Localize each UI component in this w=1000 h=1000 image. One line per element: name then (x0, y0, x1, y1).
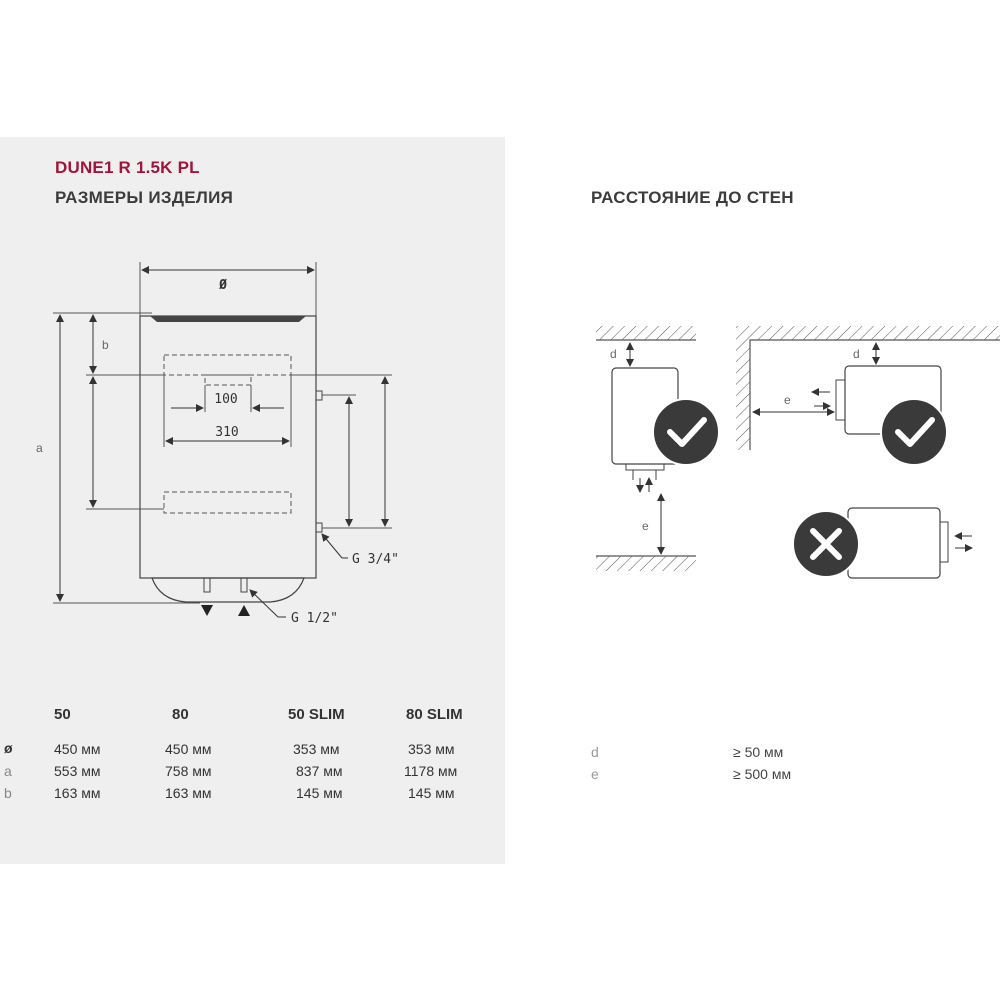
clearance-value-d: ≥ 50 мм (733, 744, 784, 760)
table-cell: 353 мм (293, 741, 340, 757)
table-cell: 163 мм (54, 785, 101, 801)
diameter-dimension: Ø (139, 262, 317, 316)
table-cell: 450 мм (54, 741, 101, 757)
distance-title: РАССТОЯНИЕ ДО СТЕН (591, 188, 794, 207)
check-badge-icon (880, 398, 948, 466)
dimensions-panel (0, 137, 505, 864)
clearance-d-label-1: d (610, 347, 617, 361)
dim-100-label: 100 (214, 392, 237, 407)
specs-table: 50 80 50 SLIM 80 SLIM ø 450 мм 450 мм 35… (0, 0, 505, 864)
table-cell: 163 мм (165, 785, 212, 801)
table-cell: 145 мм (296, 785, 343, 801)
check-badge-icon (652, 398, 720, 466)
cross-badge-icon (792, 510, 860, 578)
fitting-dimensions: G 3/4" G 1/2" (249, 374, 399, 626)
table-cell: 758 мм (165, 763, 212, 779)
table-cell: 450 мм (165, 741, 212, 757)
pipe-12-label: G 1/2" (291, 611, 338, 626)
heater-front-view (139, 315, 323, 616)
clearance-label-e: e (591, 766, 599, 782)
clearance-e-label-2: e (784, 393, 791, 407)
dimensions-title: РАЗМЕРЫ ИЗДЕЛИЯ (55, 188, 234, 207)
col-header-80: 80 (172, 706, 189, 723)
height-dimensions: a b (36, 312, 200, 604)
table-cell: 353 мм (408, 741, 455, 757)
col-header-50-slim: 50 SLIM (288, 706, 345, 723)
row-label-b: b (4, 785, 12, 801)
dim-310-label: 310 (215, 425, 238, 440)
col-header-80-slim: 80 SLIM (406, 706, 463, 723)
clearance-label-d: d (591, 744, 599, 760)
clearance-e-label-1: e (642, 519, 649, 533)
bracket-width-dimensions: 100 310 (163, 375, 292, 447)
ceiling-and-wall-right (736, 326, 1000, 450)
label-a: a (36, 441, 43, 455)
table-cell: 145 мм (408, 785, 455, 801)
label-b: b (102, 338, 109, 352)
floor (596, 555, 696, 571)
clearance-d-label-2: d (853, 347, 860, 361)
model-title: DUNE1 R 1.5K PL (55, 158, 200, 177)
col-header-50: 50 (54, 706, 71, 723)
table-cell: 837 мм (296, 763, 343, 779)
pipe-34-label: G 3/4" (352, 552, 399, 567)
table-cell: 1178 мм (404, 763, 458, 779)
table-cell: 553 мм (54, 763, 101, 779)
row-label-diameter: ø (4, 740, 13, 756)
row-label-a: a (4, 763, 12, 779)
wrong-installation-heater (847, 507, 973, 579)
diameter-label: Ø (218, 278, 227, 293)
clearance-value-e: ≥ 500 мм (733, 766, 792, 782)
ceiling-left (596, 326, 696, 341)
